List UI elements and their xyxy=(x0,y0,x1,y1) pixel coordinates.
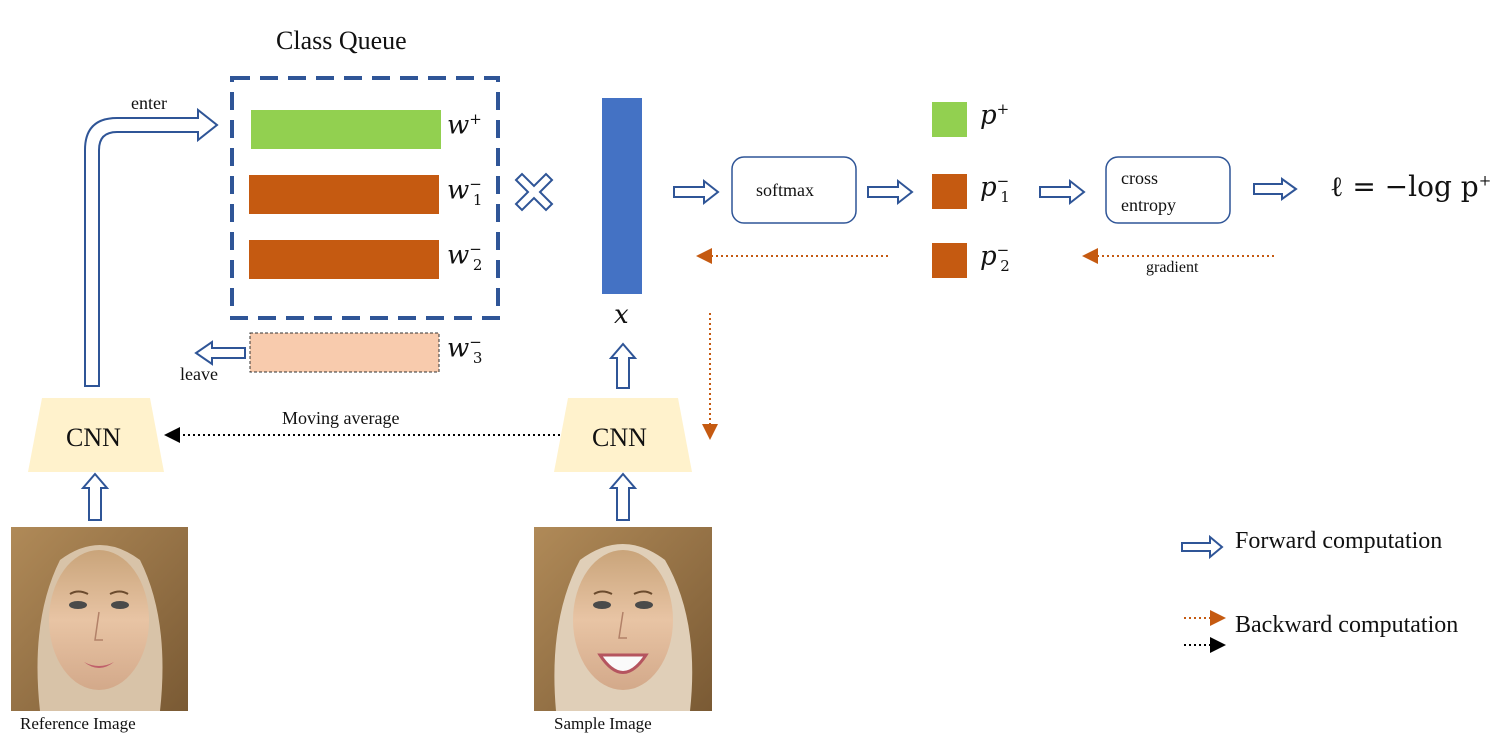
forward-arrow-to-softmax xyxy=(673,178,720,206)
weight-label-negative-1: w−1 xyxy=(447,175,483,209)
sample-image xyxy=(534,527,712,711)
weight-label-negative-3: w−3 xyxy=(447,333,483,367)
weight-bar-negative-2 xyxy=(249,240,439,279)
reference-image-caption: Reference Image xyxy=(20,714,136,733)
leave-label: leave xyxy=(180,364,218,384)
cnn-left-label: CNN xyxy=(66,423,121,452)
feature-label: x xyxy=(614,300,629,330)
forward-arrow-to-loss xyxy=(1253,177,1298,201)
forward-arrow-to-probs xyxy=(867,178,914,206)
enter-label: enter xyxy=(131,93,167,113)
prob-square-negative-1 xyxy=(932,174,967,209)
weight-label-negative-2: w−2 xyxy=(447,240,483,274)
cnn-right-block xyxy=(554,398,692,472)
cross-entropy-box xyxy=(1105,156,1231,224)
forward-arrow-to-crossentropy xyxy=(1039,178,1086,206)
moving-average-label: Moving average xyxy=(282,408,400,428)
cnn-right-label: CNN xyxy=(592,423,647,452)
prob-label-negative-2: p−2 xyxy=(980,241,1010,275)
gradient-label: gradient xyxy=(1146,259,1199,276)
multiply-icon xyxy=(514,172,554,212)
weight-label-positive: w+ xyxy=(447,110,482,141)
softmax-label: softmax xyxy=(756,180,814,200)
up-arrow-feature xyxy=(608,342,638,389)
loss-formula: ℓ = −log p+ xyxy=(1330,170,1492,203)
prob-square-negative-2 xyxy=(932,243,967,278)
cross-entropy-line2: entropy xyxy=(1121,195,1176,215)
weight-bar-leaving xyxy=(249,332,440,373)
up-arrow-reference xyxy=(80,472,110,521)
forward-arrows xyxy=(673,177,1298,206)
cross-entropy-line1: cross xyxy=(1121,168,1158,188)
feature-vector-bar xyxy=(602,98,642,294)
weight-bar-positive xyxy=(251,110,441,149)
weight-bar-negative-1 xyxy=(249,175,439,214)
sample-image-caption: Sample Image xyxy=(554,714,652,733)
enter-arrow xyxy=(84,107,219,387)
prob-label-positive: p+ xyxy=(980,100,1010,131)
class-queue-title: Class Queue xyxy=(276,26,407,55)
prob-label-negative-1: p−1 xyxy=(980,172,1010,206)
leave-arrow xyxy=(194,340,246,366)
legend-forward-arrow xyxy=(1181,534,1224,560)
up-arrow-sample xyxy=(608,472,638,521)
softmax-box xyxy=(731,156,857,224)
prob-square-positive xyxy=(932,102,967,137)
legend-backward-label: Backward computation xyxy=(1235,612,1459,638)
cnn-left-block xyxy=(28,398,164,472)
reference-image xyxy=(11,527,188,711)
legend-forward-label: Forward computation xyxy=(1235,528,1443,554)
